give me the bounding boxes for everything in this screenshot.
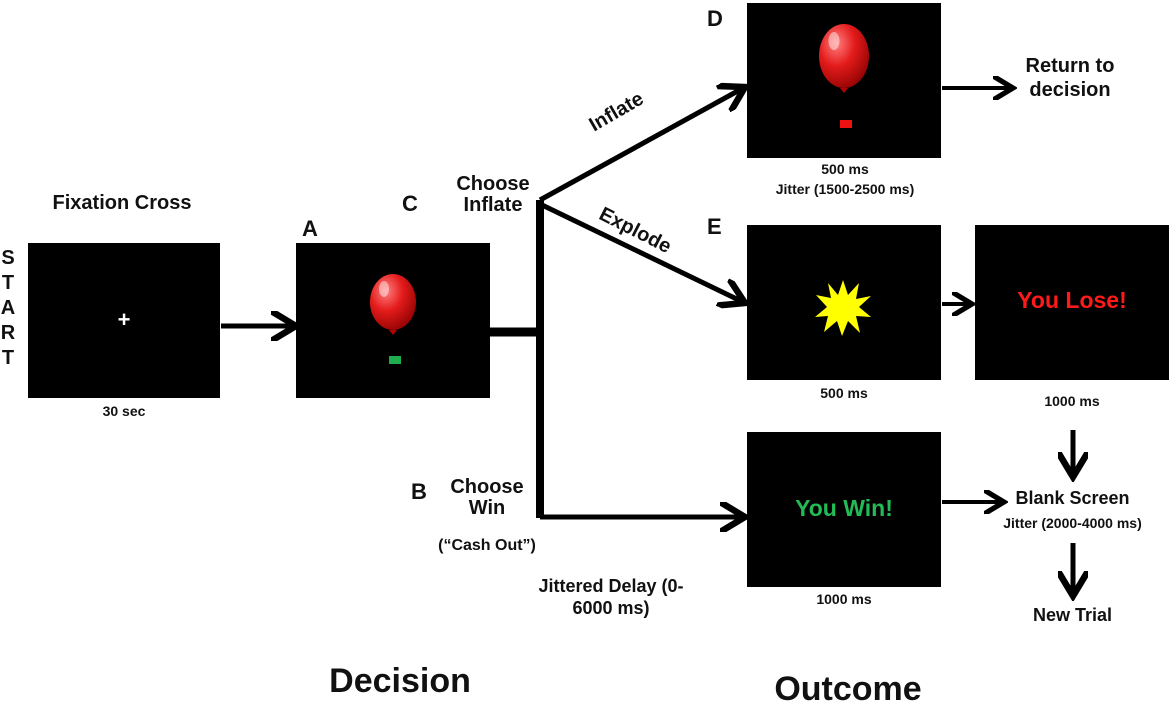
blank-screen-label: Blank Screen <box>1015 488 1130 508</box>
panel-letter-b: B <box>411 479 427 504</box>
inflate-outcome-screen <box>747 3 941 158</box>
blank-jitter: Jitter (2000-4000 ms) <box>1003 515 1142 531</box>
balloon-icon <box>370 274 416 335</box>
jittered-delay-label: Jittered Delay (0-6000 ms) <box>538 576 684 618</box>
start-label: S T A R T <box>0 247 16 369</box>
fixation-title: Fixation Cross <box>52 192 192 214</box>
new-trial-label: New Trial <box>1032 605 1113 625</box>
cash-out-label: (“Cash Out”) <box>438 537 536 554</box>
decision-screen <box>296 243 490 398</box>
fixation-duration: 30 sec <box>102 403 146 419</box>
lose-message: You Lose! <box>1017 287 1127 313</box>
explode-outcome-screen <box>747 225 941 380</box>
arrow-explode <box>538 201 745 303</box>
win-screen: You Win! <box>747 432 941 587</box>
inflate-duration: 500 ms <box>821 161 869 177</box>
lose-duration: 1000 ms <box>1044 393 1100 409</box>
go-indicator <box>389 356 401 364</box>
fixation-screen: + <box>28 243 220 398</box>
win-duration: 1000 ms <box>816 591 872 607</box>
panel-letter-c: C <box>402 191 418 216</box>
arrow-inflate <box>538 87 745 203</box>
lose-screen: You Lose! <box>975 225 1169 380</box>
fixation-cross: + <box>117 307 131 332</box>
panel-letter-a: A <box>302 216 318 241</box>
stop-indicator <box>840 120 852 128</box>
choose-inflate-label: Choose Inflate <box>456 173 530 216</box>
explosion-icon <box>815 280 871 336</box>
explode-duration: 500 ms <box>820 385 868 401</box>
inflated-balloon-icon <box>819 24 869 93</box>
win-message: You Win! <box>795 495 893 521</box>
choose-win-label: Choose Win <box>450 476 524 519</box>
inflate-jitter: Jitter (1500-2500 ms) <box>775 181 915 197</box>
decision-section-label: Decision <box>329 662 471 700</box>
return-to-decision-label: Return to decision <box>1025 55 1115 101</box>
panel-letter-d: D <box>707 6 723 31</box>
outcome-section-label: Outcome <box>774 670 922 705</box>
panel-letter-e: E <box>707 214 722 239</box>
